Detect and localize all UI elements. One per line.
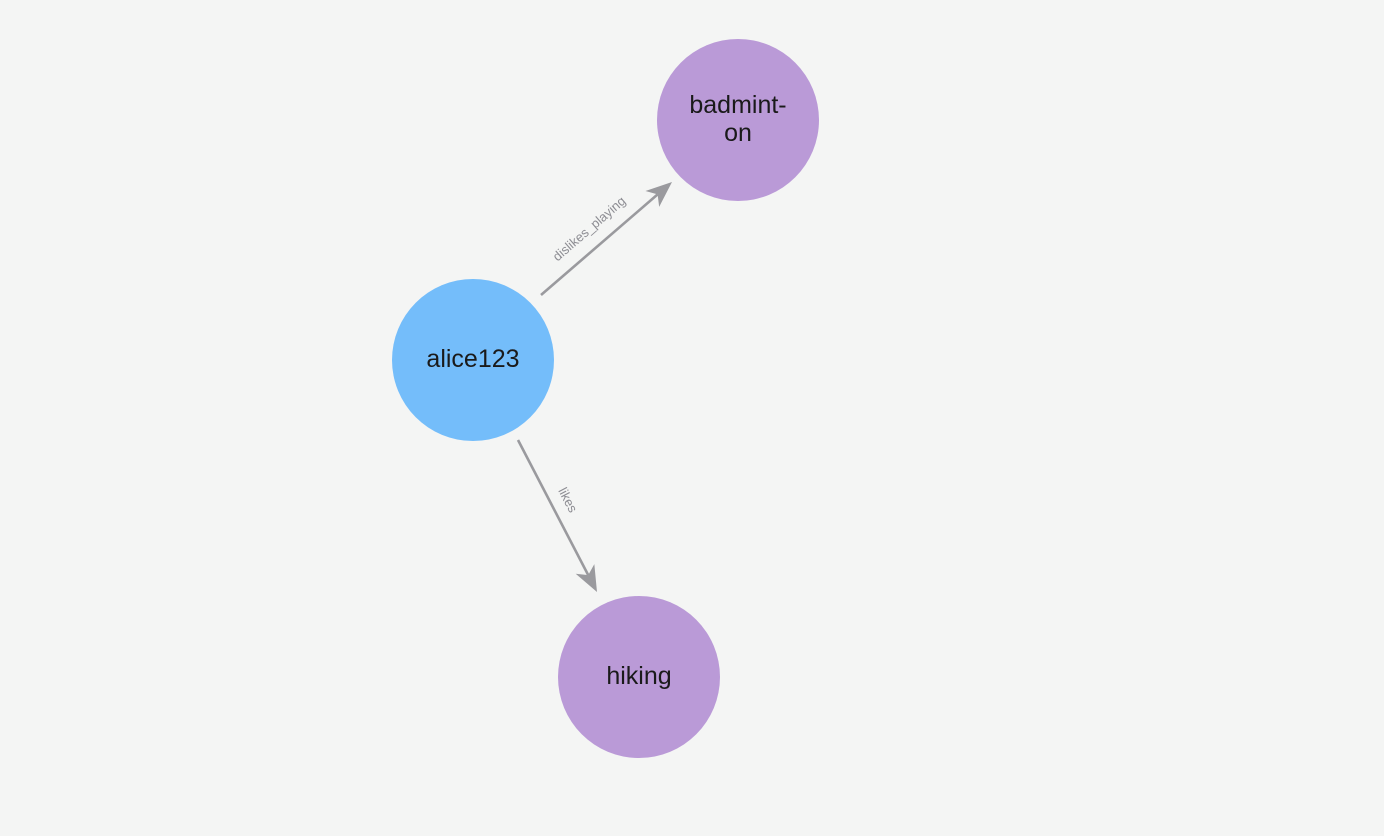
edge-line[interactable] — [540, 193, 659, 296]
edge-arrowhead-icon — [575, 564, 597, 592]
node-circle-hiking[interactable] — [558, 596, 720, 758]
graph-node-alice123[interactable]: alice123 — [392, 279, 554, 441]
edge-arrowhead-icon — [645, 182, 672, 207]
edge-dislikes-playing[interactable]: dislikes_playing — [540, 182, 672, 296]
nodes-group: alice123 badmint-on hiking — [392, 39, 819, 758]
node-circle-badminton[interactable] — [657, 39, 819, 201]
node-circle-alice123[interactable] — [392, 279, 554, 441]
edge-line[interactable] — [516, 439, 590, 576]
graph-node-hiking[interactable]: hiking — [558, 596, 720, 758]
edge-label: likes — [555, 485, 581, 515]
graph-node-badminton[interactable]: badmint-on — [657, 39, 819, 201]
edge-likes[interactable]: likes — [516, 439, 597, 592]
